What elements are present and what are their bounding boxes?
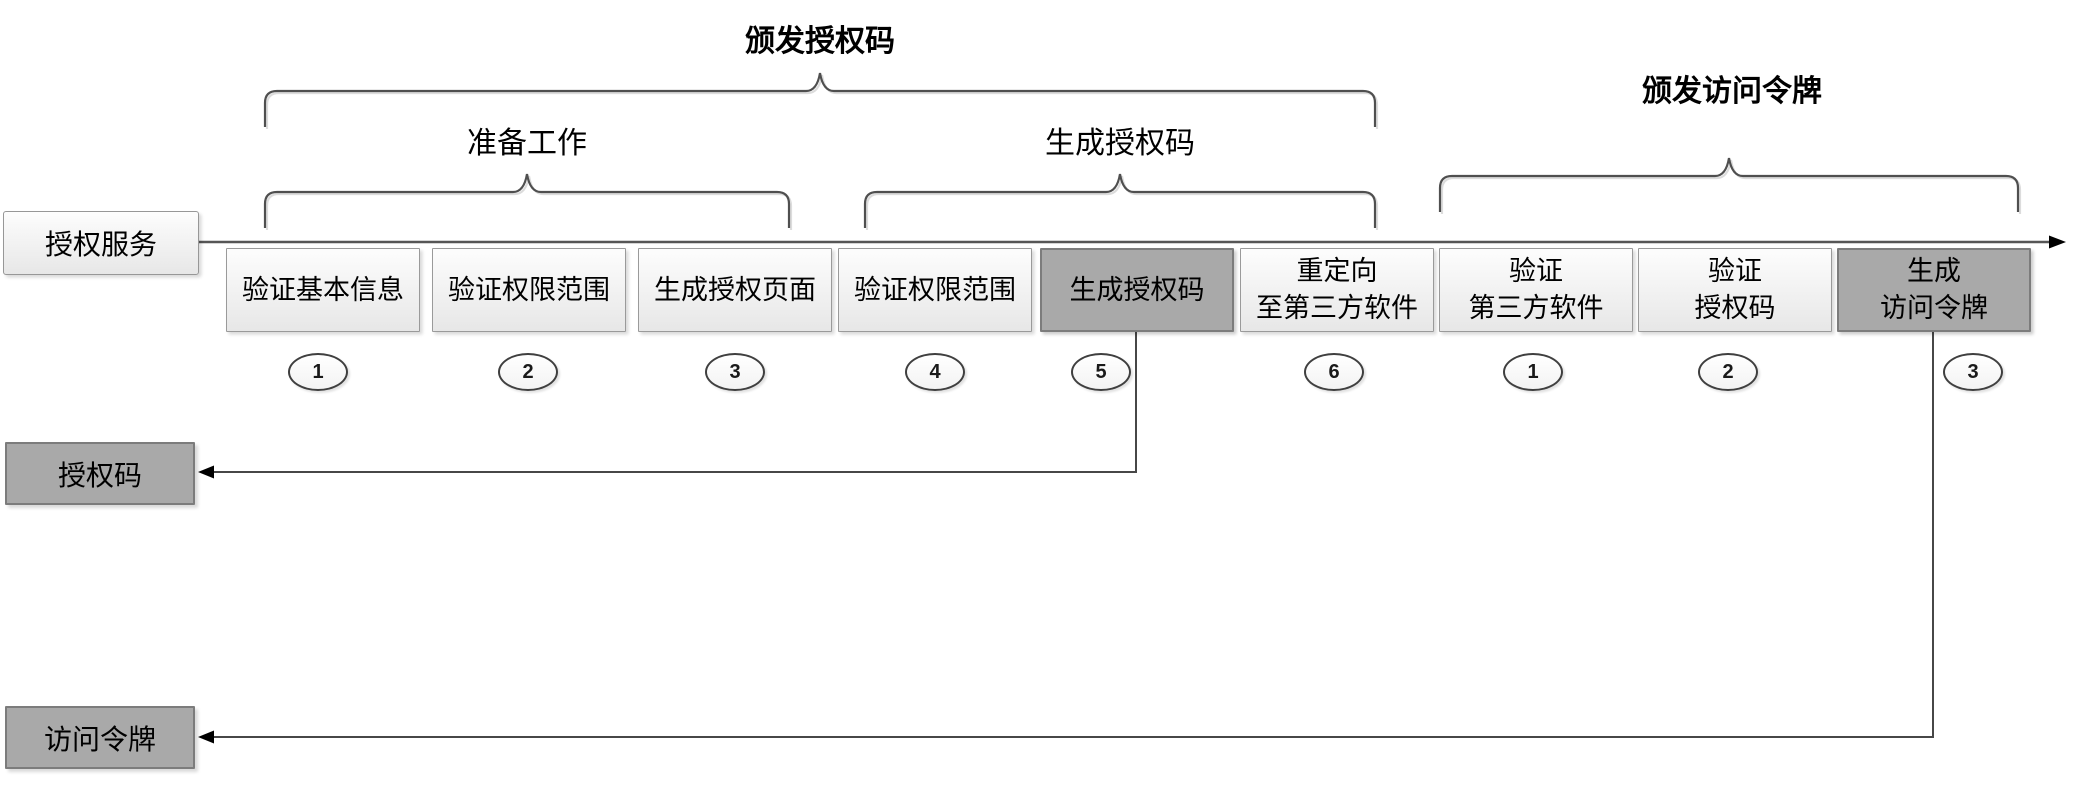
lane-box-auth-service: 授权服务 bbox=[3, 211, 199, 275]
phase-label-issue-access-token: 颁发访问令牌 bbox=[1642, 75, 1822, 108]
phase-label-issue-auth-code: 颁发授权码 bbox=[745, 25, 895, 58]
step-number-ellipse: 1 bbox=[288, 353, 348, 391]
step-number-ellipse: 6 bbox=[1304, 353, 1364, 391]
step-number: 6 bbox=[1328, 360, 1340, 383]
step-number: 3 bbox=[729, 360, 741, 383]
step-number: 1 bbox=[312, 360, 324, 383]
brace-issue-access-token bbox=[1438, 157, 2020, 212]
step-number-ellipse: 3 bbox=[705, 353, 765, 391]
step-box: 验证基本信息 bbox=[226, 248, 420, 332]
step-number-ellipse: 4 bbox=[905, 353, 965, 391]
output-box-access-token: 访问令牌 bbox=[5, 706, 195, 769]
step-label: 生成授权码 bbox=[1069, 274, 1205, 305]
connector-auth-code bbox=[198, 332, 1137, 479]
output-box-auth-code: 授权码 bbox=[5, 442, 195, 505]
step-number-ellipse: 2 bbox=[1698, 353, 1758, 391]
brace-issue-auth-code bbox=[263, 72, 1377, 127]
step-number: 3 bbox=[1967, 360, 1979, 383]
step-box: 生成授权页面 bbox=[638, 248, 832, 332]
step-number: 2 bbox=[522, 360, 534, 383]
step-box: 生成 访问令牌 bbox=[1837, 248, 2031, 332]
step-number-ellipse: 5 bbox=[1071, 353, 1131, 391]
phase-label-generate-auth-code: 生成授权码 bbox=[1045, 127, 1195, 160]
step-number: 5 bbox=[1095, 360, 1107, 383]
step-label: 验证权限范围 bbox=[448, 274, 610, 305]
step-label: 生成 访问令牌 bbox=[1880, 256, 1988, 323]
phase-label-preparation: 准备工作 bbox=[467, 127, 587, 160]
main-flow-arrow bbox=[197, 235, 2066, 249]
step-number: 2 bbox=[1722, 360, 1734, 383]
output-label: 访问令牌 bbox=[43, 723, 156, 755]
connector-access-token bbox=[198, 332, 1934, 744]
step-box: 验证 第三方软件 bbox=[1439, 248, 1633, 332]
step-number-ellipse: 2 bbox=[498, 353, 558, 391]
step-label: 验证 第三方软件 bbox=[1468, 256, 1604, 323]
step-box: 验证权限范围 bbox=[432, 248, 626, 332]
step-box: 生成授权码 bbox=[1040, 248, 1234, 332]
step-number-ellipse: 3 bbox=[1943, 353, 2003, 391]
step-label: 重定向 至第三方软件 bbox=[1256, 256, 1418, 323]
step-number: 1 bbox=[1527, 360, 1539, 383]
step-box: 验证 授权码 bbox=[1638, 248, 1832, 332]
step-number: 4 bbox=[929, 360, 941, 383]
output-label: 授权码 bbox=[57, 459, 142, 491]
step-number-ellipse: 1 bbox=[1503, 353, 1563, 391]
lane-label: 授权服务 bbox=[44, 229, 157, 260]
step-label: 验证权限范围 bbox=[854, 274, 1016, 305]
step-label: 验证 授权码 bbox=[1694, 256, 1776, 323]
step-label: 验证基本信息 bbox=[242, 274, 404, 305]
brace-preparation bbox=[263, 173, 791, 228]
step-box: 重定向 至第三方软件 bbox=[1240, 248, 1434, 332]
step-label: 生成授权页面 bbox=[654, 274, 816, 305]
step-box: 验证权限范围 bbox=[838, 248, 1032, 332]
brace-generate-auth-code bbox=[863, 173, 1377, 228]
